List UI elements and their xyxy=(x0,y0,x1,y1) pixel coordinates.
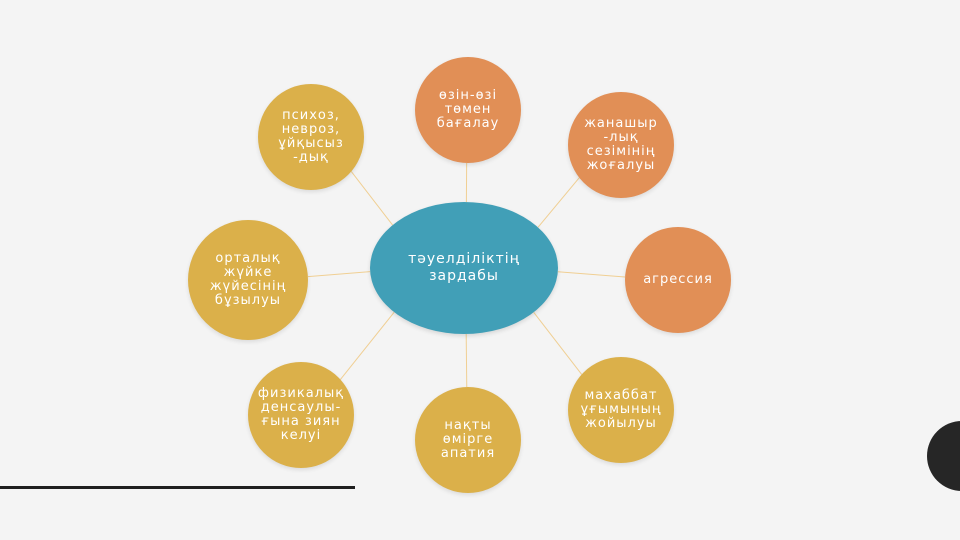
node-cns-disorder: орталық жүйке жүйесінің бұзылуы xyxy=(188,220,308,340)
node-label: жанашыр -лық сезімінің жоғалуы xyxy=(584,116,658,173)
node-label: психоз, невроз, ұйқысыз -дық xyxy=(278,108,344,165)
connector-line xyxy=(533,311,583,375)
node-physical-health-harm: физикалық денсаулы- ғына зиян келуі xyxy=(248,362,354,468)
connector-line xyxy=(339,311,395,380)
center-node-label: тәуелділіктің зардабы xyxy=(408,251,520,284)
connector-line xyxy=(557,271,626,278)
node-apathy-to-real-life: нақты өмірге апатия xyxy=(415,387,521,493)
node-label: нақты өмірге апатия xyxy=(440,418,496,461)
node-label: агрессия xyxy=(643,272,713,287)
node-label: физикалық денсаулы- ғына зиян келуі xyxy=(257,386,345,443)
connector-line xyxy=(465,333,468,388)
node-loss-of-empathy: жанашыр -лық сезімінің жоғалуы xyxy=(568,92,674,198)
node-label: өзін-өзі төмен бағалау xyxy=(436,88,500,131)
connector-line xyxy=(307,271,371,278)
node-low-self-esteem: өзін-өзі төмен бағалау xyxy=(415,57,521,163)
connector-line xyxy=(350,171,393,226)
node-label: орталық жүйке жүйесінің бұзылуы xyxy=(209,251,287,308)
node-aggression: агрессия xyxy=(625,227,731,333)
node-label: махаббат ұғымының жойылуы xyxy=(580,388,662,431)
node-loss-of-love-concept: махаббат ұғымының жойылуы xyxy=(568,357,674,463)
center-node-consequences: тәуелділіктің зардабы xyxy=(370,202,558,334)
connector-line xyxy=(537,177,580,228)
node-psychosis-neurosis-insomnia: психоз, невроз, ұйқысыз -дық xyxy=(258,84,364,190)
decorative-bottom-line xyxy=(0,486,355,489)
